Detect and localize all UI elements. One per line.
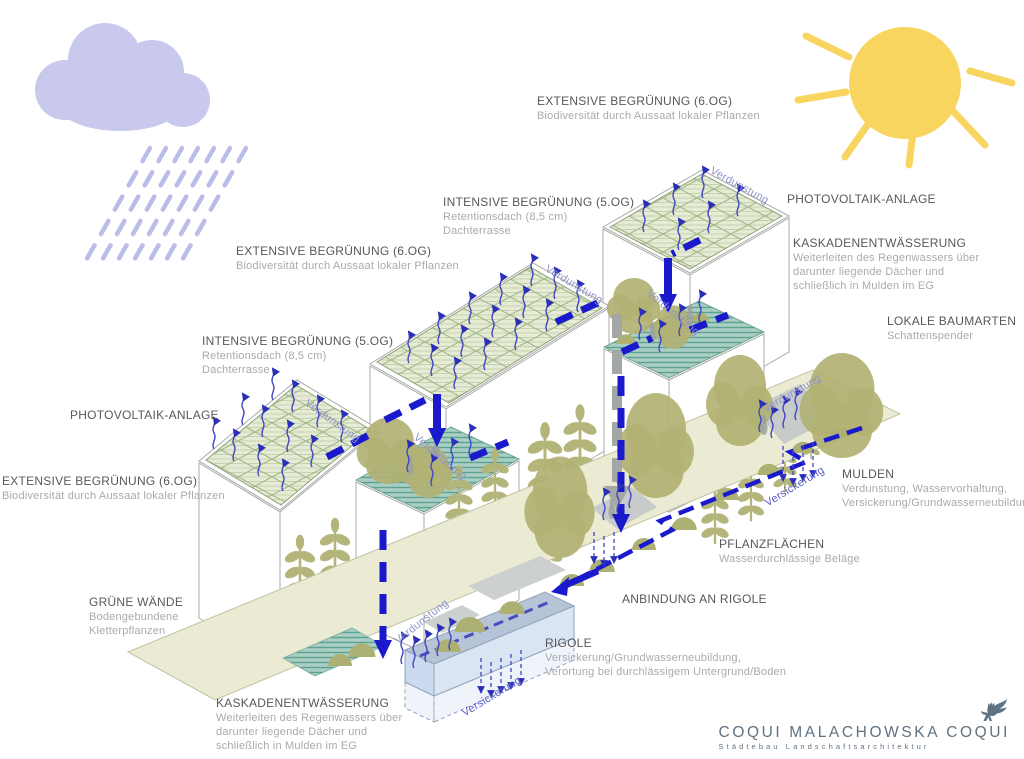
callout-mulden: MULDEN Verdunstung, Wasservorhaltung, Ve… — [842, 467, 1024, 509]
callout-kaskade-bottom: KASKADENENTWÄSSERUNG Weiterleiten des Re… — [216, 696, 403, 752]
ground-plane — [126, 369, 902, 701]
water-flow-arrows — [325, 236, 863, 659]
callout-pflanzflaechen: PFLANZFLÄCHEN Wasserdurchlässige Beläge — [719, 537, 860, 565]
callout-photovoltaik-left: PHOTOVOLTAIK-ANLAGE — [70, 408, 219, 422]
callout-lokale-baumarten: LOKALE BAUMARTEN Schattenspender — [887, 314, 1017, 342]
rooster-icon — [981, 699, 1007, 721]
logo-name: COQUI MALACHOWSKA COQUI — [718, 724, 1010, 741]
green-roof-extensive-right — [601, 169, 791, 274]
callout-kaskade-right: KASKADENENTWÄSSERUNG Weiterleiten des Re… — [793, 236, 980, 292]
logo-tagline: Städtebau Landschaftsarchitektur — [718, 742, 930, 751]
callout-anbindung-rigole: ANBINDUNG AN RIGOLE — [622, 592, 767, 606]
logo-block: COQUI MALACHOWSKA COQUI Städtebau Landsc… — [719, 724, 1010, 751]
callout-intensive-5og-top: INTENSIVE BEGRÜNUNG (5.OG) Retentionsdac… — [443, 195, 635, 237]
callout-extensive-6og-top: EXTENSIVE BEGRÜNUNG (6.OG) Biodiversität… — [537, 94, 760, 122]
callout-intensive-5og-left: INTENSIVE BEGRÜNUNG (5.OG) Retentionsdac… — [202, 334, 394, 376]
callout-extensive-6og-left: EXTENSIVE BEGRÜNUNG (6.OG) Biodiversität… — [2, 474, 225, 502]
callout-extensive-6og-mid: EXTENSIVE BEGRÜNUNG (6.OG) Biodiversität… — [236, 244, 459, 272]
callout-rigole: RIGOLE Versickerung/Grundwasserneubildun… — [545, 636, 787, 678]
callout-photovoltaik-right: PHOTOVOLTAIK-ANLAGE — [787, 192, 936, 206]
infiltration-arrows — [477, 442, 817, 698]
rain-icon — [82, 145, 249, 265]
callout-gruene-waende: GRÜNE WÄNDE Bodengebundene Kletterpflanz… — [89, 595, 184, 637]
sun-icon — [794, 27, 1016, 169]
rain-cloud-icon — [35, 23, 249, 265]
